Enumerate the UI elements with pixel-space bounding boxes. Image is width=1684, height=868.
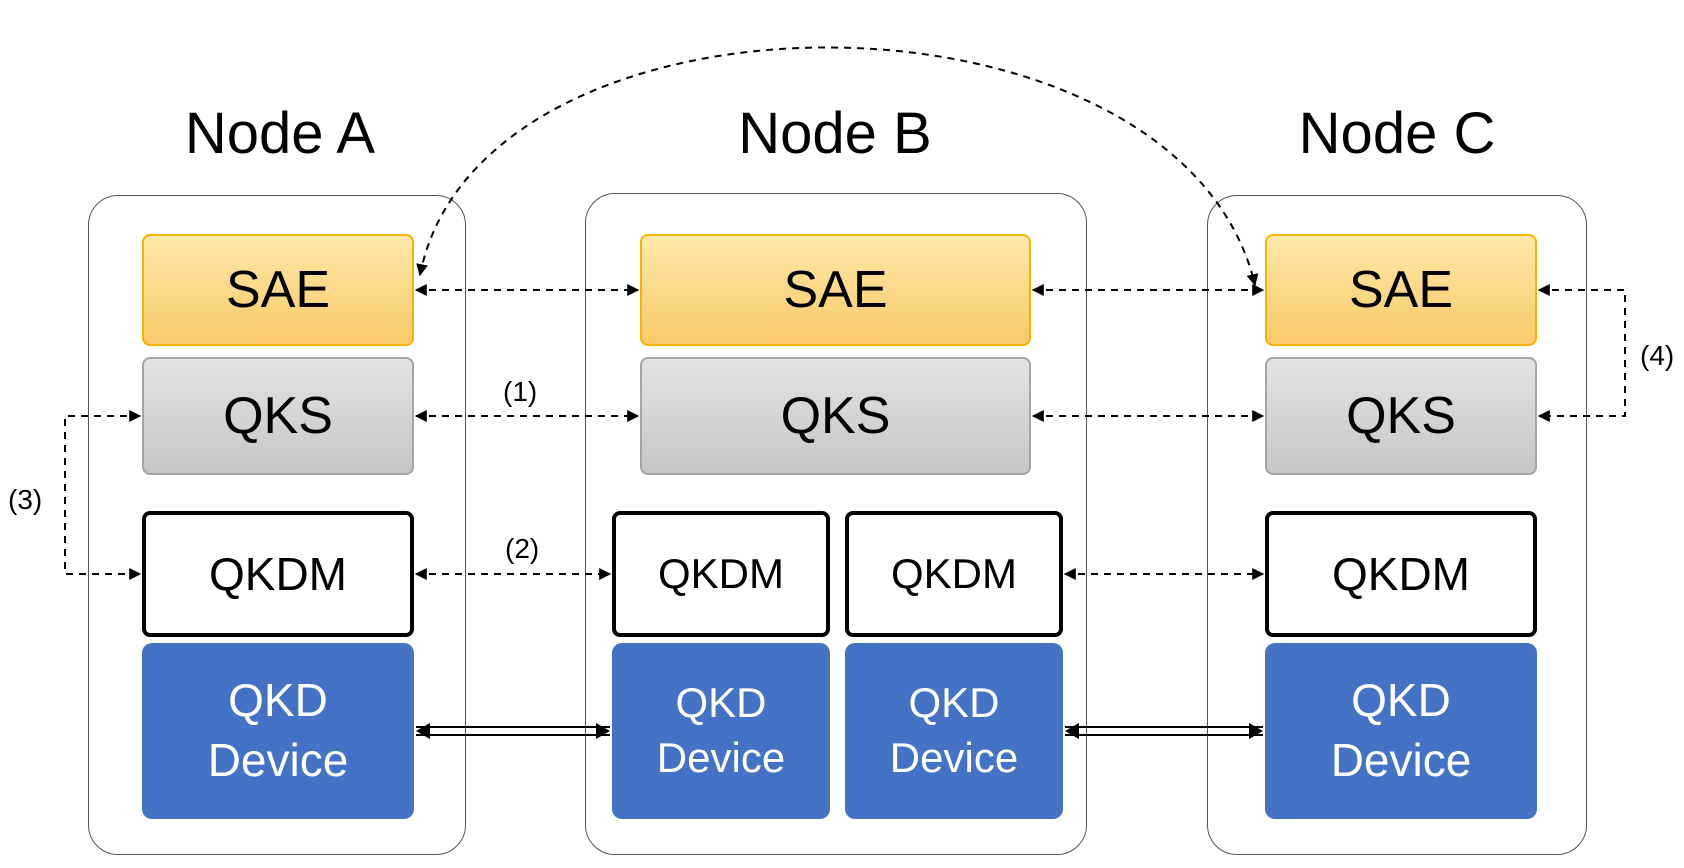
node-c-qkdm: QKDM	[1265, 511, 1537, 637]
node-b-qkd-device-left: QKD Device	[612, 643, 830, 819]
node-a-sae: SAE	[142, 234, 414, 346]
link-3-bracket	[64, 410, 142, 580]
label-2: (2)	[505, 533, 540, 564]
node-b-title: Node B	[738, 101, 932, 166]
label-4: (4)	[1640, 340, 1675, 371]
node-a-qks: QKS	[142, 357, 414, 475]
node-b-qkd-device-right: QKD Device	[845, 643, 1063, 819]
node-b-qkdm-left: QKDM	[612, 511, 830, 637]
node-a-qkdm: QKDM	[142, 511, 414, 637]
node-a-qkd-device: QKD Device	[142, 643, 414, 819]
link-device-b-c	[1065, 723, 1263, 739]
node-c-qks: QKS	[1265, 357, 1537, 475]
node-b-qkdm-right: QKDM	[845, 511, 1063, 637]
arc-sae-a-to-sae-c	[416, 46, 1259, 287]
label-1: (1)	[503, 376, 538, 407]
label-3: (3)	[8, 484, 43, 515]
link-4-bracket	[1537, 284, 1626, 422]
node-b-sae: SAE	[640, 234, 1031, 346]
node-c-title: Node C	[1298, 101, 1496, 166]
node-a-title: Node A	[184, 101, 376, 166]
node-c-qkd-device: QKD Device	[1265, 643, 1537, 819]
link-device-a-b	[416, 723, 610, 739]
node-b-qks: QKS	[640, 357, 1031, 475]
node-c-sae: SAE	[1265, 234, 1537, 346]
